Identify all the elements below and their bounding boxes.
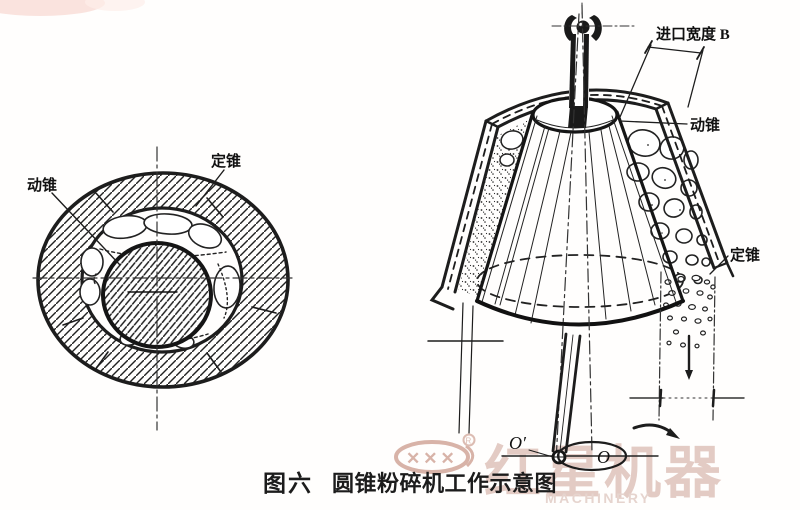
fixed-axis (581, 4, 593, 453)
centerlines-left (32, 146, 293, 431)
shell-right-wall (654, 101, 735, 278)
leader-fixed-cone-left (195, 169, 225, 207)
watermark-brand-cn: 红星机器 (484, 442, 724, 505)
registered-mark: R (466, 437, 472, 446)
caption-figure-number: 图六 (263, 471, 313, 496)
fixed-cone-inner-edge (80, 206, 244, 354)
watermark-logo-oval (394, 440, 470, 474)
label-moving-cone-left: 动锥 (27, 176, 57, 194)
rotation-arrow (632, 423, 680, 439)
product-stream (662, 274, 716, 349)
axes (555, 4, 593, 463)
fixed-cone-outer-edge (36, 171, 290, 389)
cone-surface-hatch (481, 115, 677, 324)
cone-base-dashed-ellipse (476, 254, 684, 308)
caption: 图六 圆锥粉碎机工作示意图 (263, 471, 557, 496)
watermark-brand-en: MACHINERY (545, 490, 652, 506)
leader-fixed-cone-right (709, 255, 729, 275)
shell-left-wall (427, 119, 504, 434)
leader-o-prime (528, 449, 554, 458)
discharge-dimension (629, 271, 745, 421)
label-fixed-cone-right: 定锥 (730, 246, 760, 264)
gyration-ellipse (556, 440, 628, 472)
inlet-width-dimension: 进口宽度 B (619, 25, 730, 118)
suspension-pivot (551, 2, 637, 41)
fines-top-rocks (499, 130, 524, 167)
right-section-view: 进口宽度 B 动锥 定锥 O′ O (427, 2, 760, 472)
ring-segment-lines (62, 191, 277, 373)
label-moving-cone-right: 动锥 (690, 116, 720, 134)
label-inlet-width: 进口宽度 B (656, 25, 730, 43)
discharge-arrow (685, 334, 693, 380)
leader-moving-cone-left (51, 192, 121, 266)
label-point-o: O (597, 447, 610, 467)
registered-mark-circle (462, 433, 476, 447)
caption-title: 圆锥粉碎机工作示意图 (332, 471, 557, 496)
left-top-view: 动锥 定锥 (27, 146, 293, 431)
watermark-logo-swoosh (465, 444, 475, 468)
watermark-stars: ✕✕✕ (406, 449, 458, 468)
label-point-o-prime: O′ (509, 433, 527, 453)
watermark: ✕✕✕ R 红星机器 MACHINERY (394, 433, 724, 506)
label-fixed-cone-left: 定锥 (211, 152, 241, 170)
gyration-axis (555, 13, 580, 463)
fixed-cone-ring-hatch (38, 173, 288, 387)
scan-blush (0, 0, 145, 16)
lower-shaft (551, 332, 582, 454)
main-shaft (568, 34, 589, 128)
leader-moving-cone-right (619, 120, 688, 125)
